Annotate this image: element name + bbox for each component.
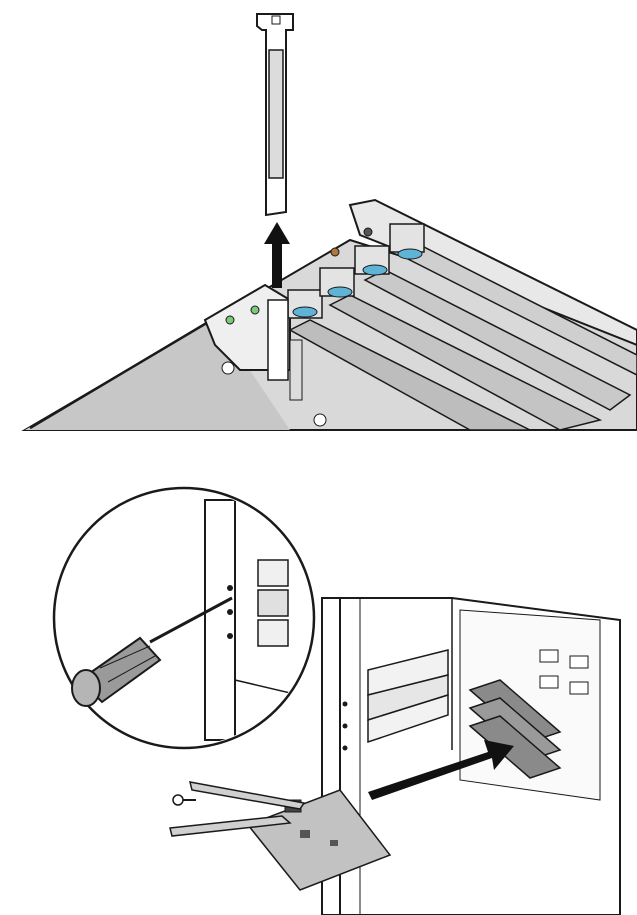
inset-hole-3 <box>227 633 233 639</box>
inset-slot-2 <box>257 589 289 617</box>
insert-arrow <box>368 740 514 800</box>
card-chip-1 <box>300 830 310 838</box>
screw-hole <box>221 361 235 375</box>
amber-dot <box>330 247 340 257</box>
screwdriver-icon <box>71 596 233 707</box>
up-arrow <box>264 222 290 288</box>
bracket-rail <box>289 339 303 401</box>
inset-hole-1 <box>227 585 233 591</box>
slot-latches <box>287 223 425 319</box>
green-tab-right <box>250 305 260 315</box>
inset-slot-3 <box>257 619 289 647</box>
chassis-hole-2 <box>342 723 348 729</box>
latch-1-accent <box>292 306 318 318</box>
expansion-card <box>246 789 392 891</box>
card-2 <box>328 294 603 431</box>
empty-slot-opening <box>267 299 289 381</box>
latch-4-accent <box>397 248 423 260</box>
bracket-removal-svg <box>21 13 637 431</box>
latch-3-accent <box>362 264 388 276</box>
screw <box>172 794 184 806</box>
green-tab-left <box>225 315 235 325</box>
floor-hole <box>313 413 327 427</box>
magnified-inset <box>52 486 316 750</box>
inset-hole-2 <box>227 609 233 615</box>
chassis-hole-1 <box>342 701 348 707</box>
pci-slots <box>468 679 562 779</box>
card-insertion-illustration <box>0 470 637 915</box>
screw-dot <box>363 227 373 237</box>
drive-bays <box>367 649 449 744</box>
mb-port-1 <box>539 649 559 663</box>
slot-cover-bracket <box>256 13 294 217</box>
chassis-hole-3 <box>342 745 348 751</box>
card-1 <box>288 319 531 431</box>
latch-4 <box>389 223 425 253</box>
mb-port-2 <box>569 655 589 669</box>
inset-slot-1 <box>257 559 289 587</box>
card-chip-2 <box>330 840 338 846</box>
mb-port-4 <box>569 681 589 695</box>
chassis-left-edge <box>29 316 216 430</box>
mounting-bracket <box>169 781 306 837</box>
inset-chassis-edge <box>204 499 236 741</box>
latch-2-accent <box>327 286 353 298</box>
expansion-cards <box>288 244 637 431</box>
mb-port-3 <box>539 675 559 689</box>
card-insertion-svg <box>52 486 621 915</box>
bracket-removal-illustration <box>0 0 637 440</box>
